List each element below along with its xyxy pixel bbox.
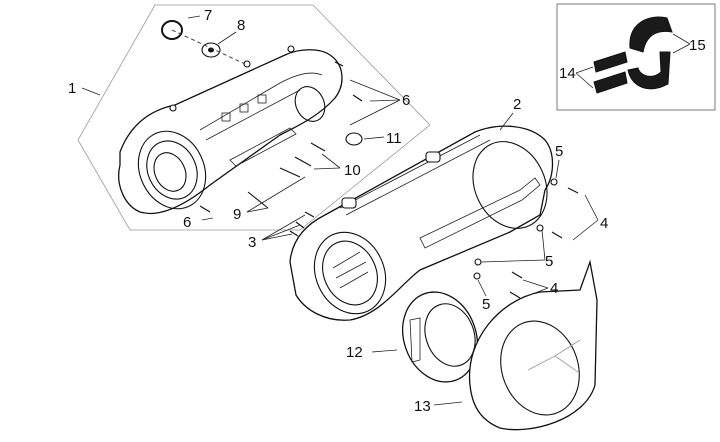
- callout-1: 1: [68, 80, 76, 97]
- leader-14: [575, 66, 594, 89]
- plug-cap-11: [345, 132, 363, 146]
- air-duct-cover-12: [402, 291, 478, 383]
- decorative-cover-13: [468, 259, 598, 431]
- callout-5-middle: 5: [545, 253, 553, 270]
- inner-transmission-cover: [289, 125, 554, 321]
- callout-6-lower: 6: [183, 214, 191, 231]
- screws: [199, 61, 579, 299]
- callout-2: 2: [513, 96, 521, 113]
- circlip-7: [161, 20, 183, 40]
- callout-7: 7: [204, 7, 212, 24]
- foam-pads-14: [593, 51, 628, 94]
- kit-boundary-1: [77, 4, 431, 231]
- callout-13: 13: [414, 398, 431, 415]
- foam-seals-15: [627, 16, 673, 90]
- callout-4-lower: 4: [550, 280, 558, 297]
- callout-14: 14: [559, 65, 576, 82]
- callout-4-upper: 4: [600, 215, 608, 232]
- callout-9: 9: [233, 206, 241, 223]
- leader-lines: [81, 15, 599, 406]
- callout-6-upper: 6: [402, 92, 410, 109]
- callout-5-top: 5: [555, 143, 563, 160]
- callout-5-bottom: 5: [482, 296, 490, 313]
- inset-box: [556, 3, 716, 111]
- callout-8: 8: [237, 17, 245, 34]
- callout-15: 15: [689, 37, 706, 54]
- callout-12: 12: [346, 344, 363, 361]
- leader-15: [672, 33, 691, 54]
- callout-10: 10: [344, 162, 361, 179]
- callout-3: 3: [248, 234, 256, 251]
- callout-11: 11: [386, 130, 402, 147]
- outer-transmission-cover: [118, 45, 343, 215]
